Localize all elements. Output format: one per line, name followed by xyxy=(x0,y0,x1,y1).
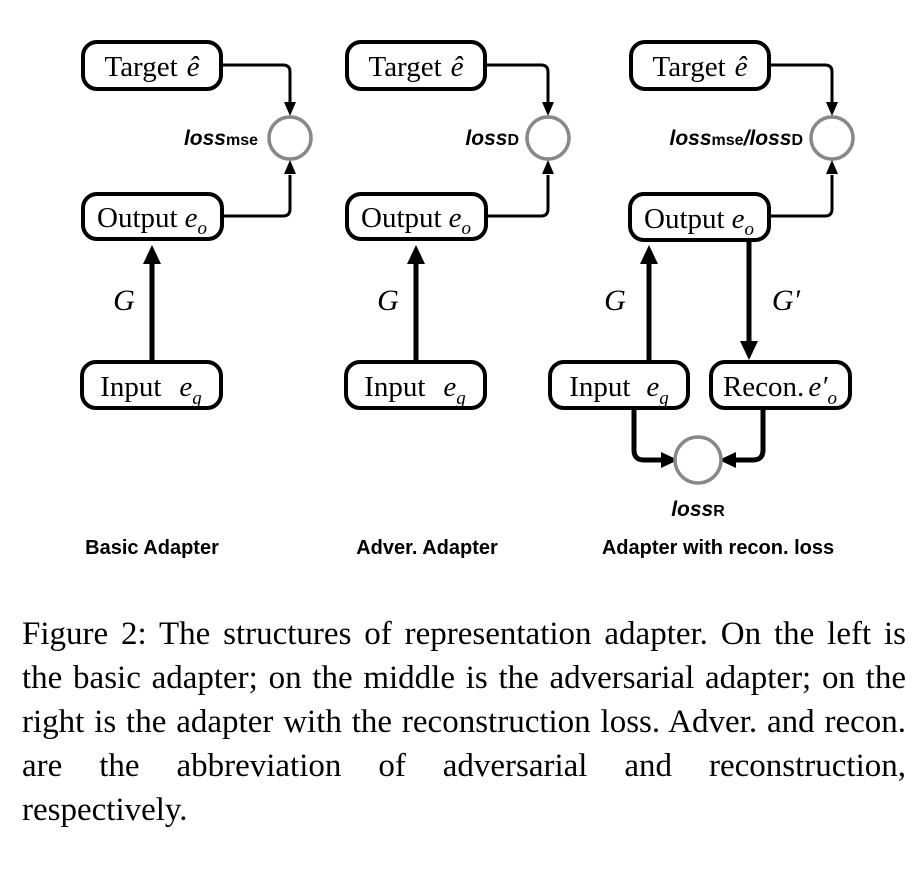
node-output-box xyxy=(345,192,488,241)
loss-label-mse-d: lossmse/lossD xyxy=(670,127,804,150)
edge-output-to-loss xyxy=(222,175,292,218)
loss-label-mse: lossmse xyxy=(184,127,258,150)
arrowhead-output-to-recon xyxy=(740,341,758,360)
edge-output-to-loss xyxy=(486,175,550,218)
arrowhead-input-to-output xyxy=(143,245,161,264)
loss-node-recon xyxy=(673,435,723,485)
node-input-box xyxy=(548,360,690,410)
loss-node-mse xyxy=(267,115,313,161)
node-input-box xyxy=(80,360,223,410)
node-output-box xyxy=(628,192,771,242)
panel-caption-basic: Basic Adapter xyxy=(85,537,219,559)
arrowhead-recon-to-recon-loss xyxy=(719,452,736,468)
edge-target-to-loss xyxy=(221,63,292,103)
generator-prime-label: G′ xyxy=(772,284,801,317)
node-output-box xyxy=(81,192,224,241)
loss-node-mse-d xyxy=(809,115,855,161)
arrowhead-output-to-loss xyxy=(542,160,554,174)
edge-recon-to-recon-loss xyxy=(733,408,766,463)
arrowhead-input-to-output xyxy=(407,245,425,264)
arrowhead-target-to-loss xyxy=(284,102,296,116)
edge-input-to-recon-loss xyxy=(631,408,664,463)
arrowhead-input-to-output xyxy=(640,245,658,264)
panel-caption-recon: Adapter with recon. loss xyxy=(602,537,834,559)
edge-target-to-loss xyxy=(485,63,550,103)
panel-caption-adver: Adver. Adapter xyxy=(356,537,498,559)
arrowhead-output-to-loss xyxy=(284,160,296,174)
figure-caption: Figure 2: The structures of representati… xyxy=(22,612,906,832)
arrowhead-output-to-loss xyxy=(826,160,838,174)
arrowhead-target-to-loss xyxy=(542,102,554,116)
node-input-box xyxy=(344,360,487,410)
node-recon-label: Recon.e′o xyxy=(723,371,837,409)
loss-label-d: lossD xyxy=(465,127,519,150)
edge-output-to-loss xyxy=(768,175,834,218)
node-recon-box xyxy=(709,360,852,410)
generator-label-g: G xyxy=(113,284,135,317)
arrowhead-input-to-recon-loss xyxy=(661,452,678,468)
generator-label-g: G xyxy=(377,284,399,317)
node-recon: Recon.e′o xyxy=(709,360,852,410)
loss-label-recon: lossR xyxy=(671,498,725,521)
edge-target-to-loss xyxy=(769,63,834,103)
arrowhead-target-to-loss xyxy=(826,102,838,116)
generator-label-g: G xyxy=(604,284,626,317)
loss-node-d xyxy=(525,115,571,161)
figure-caption-text: Figure 2: The structures of representati… xyxy=(22,616,906,828)
